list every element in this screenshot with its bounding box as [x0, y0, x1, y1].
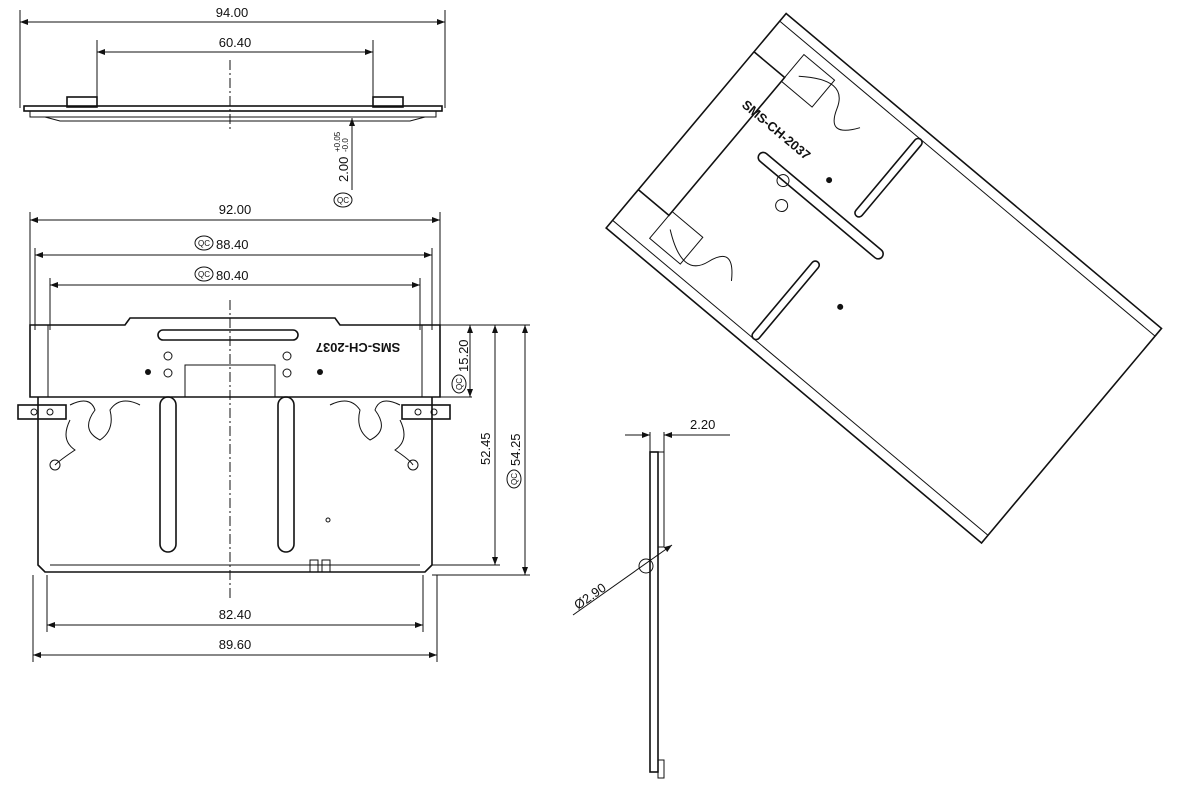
- dim-inner-height: 52.45: [478, 432, 493, 465]
- dim-bottom-width-1: 82.40: [219, 607, 252, 622]
- dim-qc-width-2: 80.40: [216, 268, 249, 283]
- dim-overall-width: 94.00: [216, 5, 249, 20]
- part-marking: SMS-CH-2037: [316, 340, 401, 355]
- dim-overall-width: 92.00: [219, 202, 252, 217]
- svg-text:QC: QC: [198, 239, 210, 248]
- svg-text:QC: QC: [455, 378, 464, 390]
- svg-text:QC: QC: [337, 196, 349, 205]
- dim-hole-diameter: Ø2.90: [571, 580, 609, 613]
- dim-bottom-width-2: 89.60: [219, 637, 252, 652]
- dim-side-thickness: 2.20: [690, 417, 715, 432]
- dim-qc-width-1: 88.40: [216, 237, 249, 252]
- svg-text:QC: QC: [198, 270, 210, 279]
- iso-part-marking: SMS-CH-2037: [739, 97, 813, 163]
- front-view: 92.00 QC 88.40 QC 80.40 SMS-CH-2037: [17, 202, 530, 662]
- dim-inner-width: 60.40: [219, 35, 252, 50]
- isometric-view: SMS-CH-2037: [605, 12, 1163, 545]
- side-view: 2.20 Ø2.90: [571, 417, 730, 779]
- dim-thickness: 2.00: [336, 157, 351, 182]
- tol-lower: -0.0: [341, 138, 350, 152]
- dim-top-section-height: 15.20: [456, 339, 471, 372]
- svg-text:QC: QC: [510, 473, 519, 485]
- tol-upper: +0.05: [333, 131, 342, 152]
- dim-overall-height: 54.25: [508, 433, 523, 466]
- qc-symbol: [333, 192, 353, 208]
- top-view: 94.00 60.40 2.00 +0.05 -0.0 QC: [19, 5, 446, 208]
